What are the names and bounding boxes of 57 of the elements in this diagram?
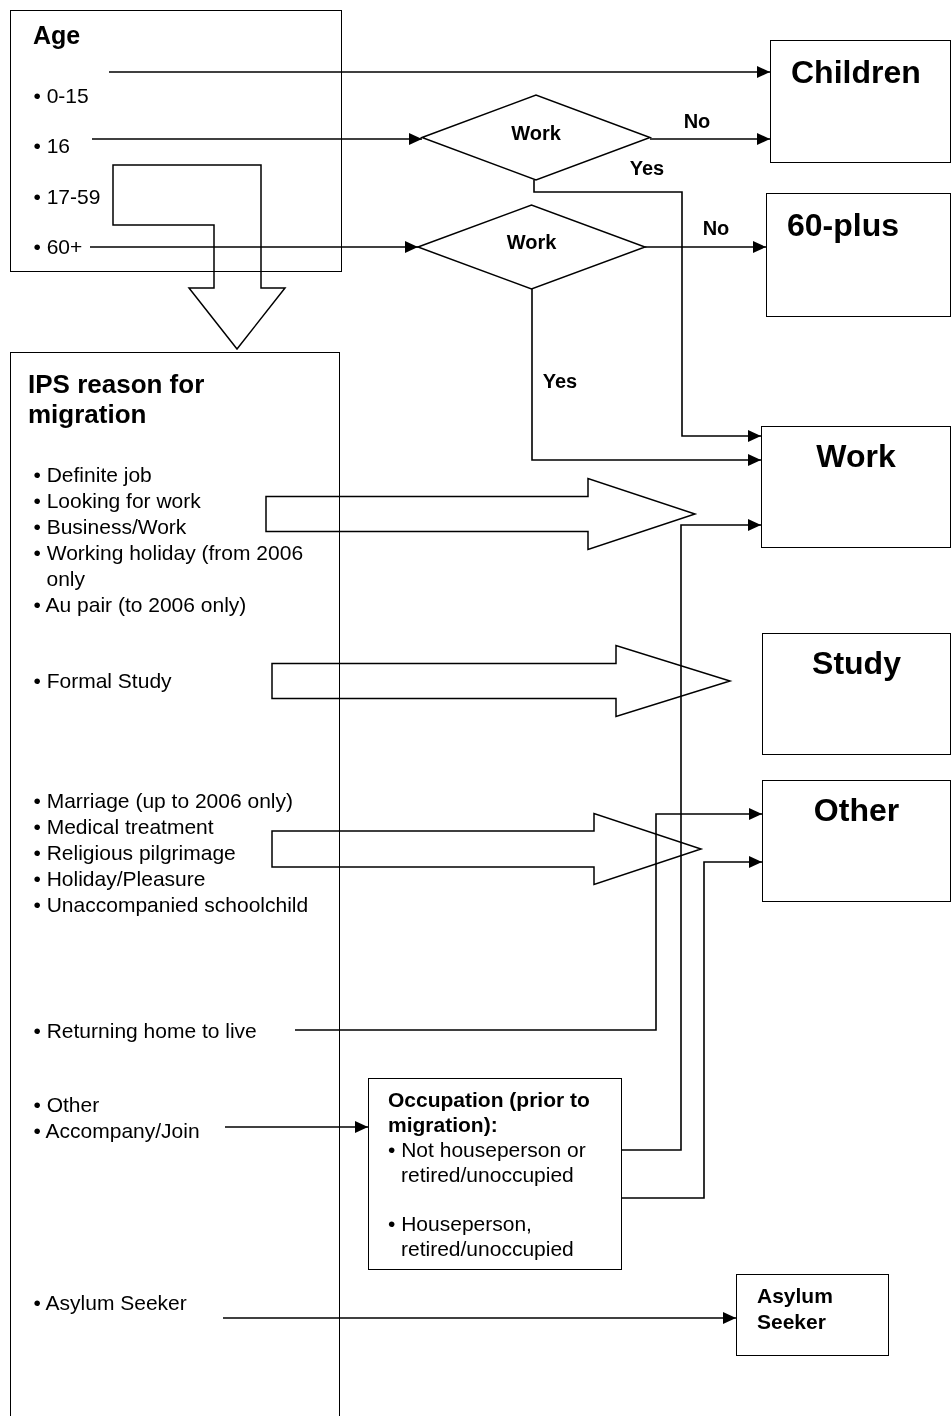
- list-item: • Accompany/Join: [33, 1117, 201, 1144]
- arrow: [89, 241, 419, 253]
- category-box: [770, 40, 951, 163]
- diamond-label: Work: [506, 230, 557, 254]
- box-heading: Occupation (prior to migration):: [388, 1087, 591, 1137]
- box-label: Children: [791, 53, 922, 91]
- list-item: • Unaccompanied schoolchild: [33, 891, 310, 918]
- list-item: • Asylum Seeker: [33, 1290, 188, 1315]
- list-item: • Definite job: [33, 461, 153, 488]
- list-item: • Working holiday (from 2006 only: [33, 539, 305, 592]
- list-item: • Business/Work: [33, 513, 188, 540]
- list-item: • Not houseperson or retired/unoccupied: [388, 1137, 587, 1187]
- arrow: [91, 133, 423, 145]
- arrow: [649, 133, 771, 145]
- box-label: Study: [812, 644, 901, 683]
- list-item: • Formal Study: [33, 668, 173, 693]
- list-item: • Returning home to live: [33, 1018, 258, 1043]
- arrow: [533, 179, 762, 442]
- list-item: • Holiday/Pleasure: [33, 865, 207, 892]
- box-heading: Age: [33, 20, 81, 50]
- arrow: [531, 288, 762, 466]
- list-item: • 60+: [33, 234, 84, 259]
- category-box: [761, 426, 951, 548]
- block-arrow: [271, 812, 704, 886]
- arrow: [644, 241, 767, 253]
- list-item: • 17-59: [33, 184, 102, 209]
- list-item: • Medical treatment: [33, 813, 215, 840]
- list-item: • Marriage (up to 2006 only): [33, 787, 294, 814]
- list-item: • Looking for work: [33, 487, 202, 514]
- group-box: [10, 10, 342, 272]
- list-item: • 16: [33, 133, 72, 158]
- box-label: Work: [816, 437, 896, 476]
- arrow: [108, 66, 771, 78]
- box-label: Asylum Seeker: [757, 1283, 834, 1335]
- category-box: [762, 780, 951, 902]
- list-item: • Au pair (to 2006 only): [33, 591, 248, 618]
- arrow: [621, 519, 762, 1151]
- arrow: [621, 856, 763, 1199]
- list-item: • Houseperson, retired/unoccupied: [388, 1211, 575, 1261]
- block-arrow: [112, 164, 287, 351]
- category-box: [736, 1274, 889, 1356]
- process-box: [368, 1078, 622, 1270]
- box-label: 60-plus: [787, 206, 901, 244]
- category-box: [762, 633, 951, 755]
- category-box: [766, 193, 951, 317]
- arrow: [224, 1121, 369, 1133]
- list-item: • 0-15: [33, 83, 90, 108]
- arrow: [294, 808, 763, 1031]
- box-heading: IPS reason for migration: [28, 369, 206, 429]
- block-arrow: [271, 644, 733, 718]
- group-box: [10, 352, 340, 1416]
- list-item: • Other: [33, 1091, 101, 1118]
- list-item: • Religious pilgrimage: [33, 839, 237, 866]
- box-label: Other: [813, 791, 900, 830]
- arrow: [222, 1312, 737, 1324]
- block-arrow: [265, 477, 698, 551]
- diamond-label: Work: [511, 120, 561, 145]
